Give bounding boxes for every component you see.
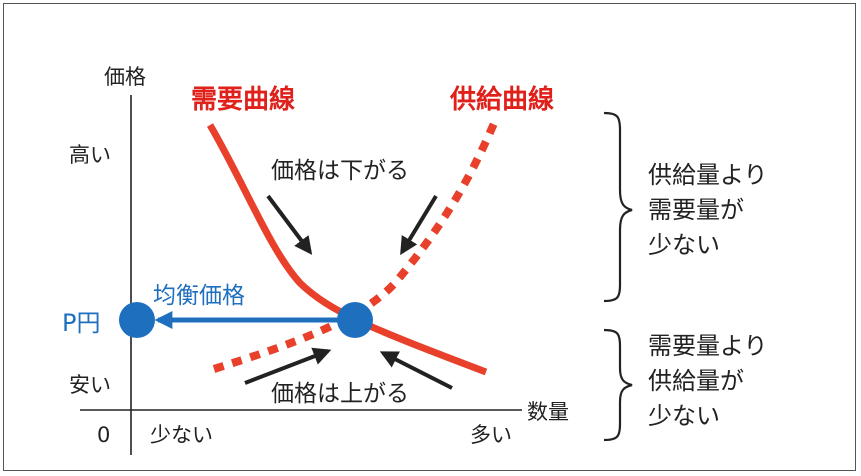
high-label: 高い: [69, 143, 111, 167]
diagram-frame: [3, 3, 856, 471]
equilibrium-point: [337, 302, 373, 338]
price-rises-label: 価格は上がる: [271, 381, 409, 407]
demand-curve: [206, 123, 488, 376]
origin-label: 0: [97, 423, 110, 447]
low-label: 安い: [69, 373, 111, 397]
price-axis-label: 価格: [104, 65, 146, 89]
upper-brace: [603, 111, 633, 303]
lower-note-line-2: 供給量が: [648, 367, 744, 395]
lower-brace: [603, 328, 633, 442]
lower-note-line-1: 需要量より: [648, 332, 768, 360]
equilibrium-price-label: 均衡価格: [153, 283, 245, 309]
upper-note-line-2: 需要量が: [648, 196, 744, 224]
price-axis-point: [119, 302, 155, 338]
many-label: 多い: [470, 423, 512, 447]
price-rises-arrow-right: [379, 351, 453, 390]
price-rises-arrow-left: [244, 347, 332, 385]
quantity-axis-label: 数量: [527, 400, 569, 424]
demand-curve-label: 需要曲線: [191, 84, 295, 115]
few-label: 少ない: [150, 423, 213, 447]
price-falls-arrow-left: [266, 194, 313, 255]
p-yen-label: P円: [62, 309, 100, 337]
lower-note-line-3: 少ない: [648, 402, 720, 430]
upper-note-line-1: 供給量より: [648, 161, 768, 189]
supply-curve-label: 供給曲線: [449, 84, 554, 115]
price-falls-label: 価格は下がる: [271, 158, 409, 184]
price-falls-arrow-right: [400, 194, 438, 256]
upper-note-line-3: 少ない: [648, 231, 720, 259]
